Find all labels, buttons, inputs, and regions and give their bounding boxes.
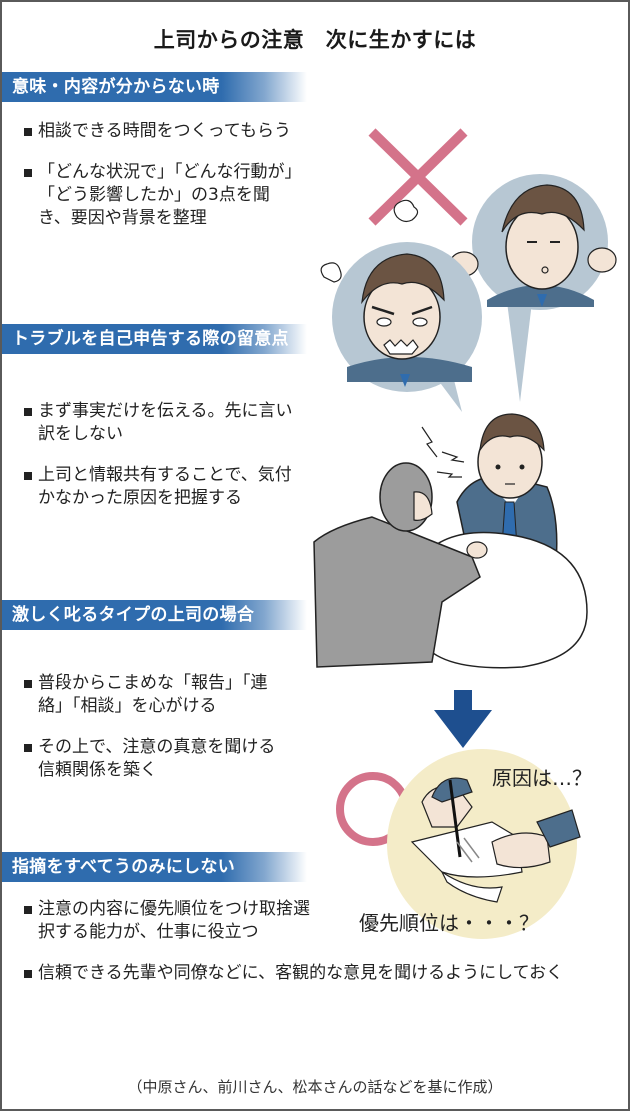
- caption-cause: 原因は…？: [492, 766, 592, 790]
- bullet-item: 上司と情報共有することで、気付かなかった原因を把握する: [22, 464, 297, 510]
- ignoring-subordinate-bubble: [449, 174, 617, 402]
- caption-priority: 優先順位は・・・？: [359, 911, 539, 935]
- bullet-item: 信頼できる先輩や同僚などに、客観的な意見を聞けるようにしておく: [22, 962, 598, 985]
- bullet-item: 普段からこまめな「報告」「連絡」「相談」を心がける: [22, 672, 282, 718]
- bullet-item: 「どんな状況で」「どんな行動が」「どう影響したか」の3点を聞き、要因や背景を整理: [22, 161, 302, 230]
- section-bullets-self-report: まず事実だけを伝える。先に言い訳をしない 上司と情報共有することで、気付かなかっ…: [22, 400, 297, 528]
- circle-icon: [336, 772, 410, 846]
- angry-boss-bubble: [320, 199, 482, 412]
- section-bullets-dont-swallow: 注意の内容に優先順位をつけ取捨選択する能力が、仕事に役立つ 信頼できる先輩や同僚…: [22, 898, 563, 1003]
- section-bullets-harsh-boss: 普段からこまめな「報告」「連絡」「相談」を心がける その上で、注意の真意を聞ける…: [22, 672, 282, 800]
- bullet-item: その上で、注意の真意を聞ける信頼関係を築く: [22, 736, 282, 782]
- bullet-item: 相談できる時間をつくってもらう: [22, 120, 302, 143]
- section-heading-self-report: トラブルを自己申告する際の留意点: [2, 324, 307, 354]
- bullet-item: 注意の内容に優先順位をつけ取捨選択する能力が、仕事に役立つ: [22, 898, 312, 944]
- section-heading-meaning: 意味・内容が分からない時: [2, 72, 307, 102]
- meeting-scene: [313, 413, 588, 669]
- bullet-item: まず事実だけを伝える。先に言い訳をしない: [22, 400, 297, 446]
- arrow-down-icon: [434, 690, 492, 748]
- source-footnote: （中原さん、前川さん、松本さんの話などを基に作成）: [127, 1078, 503, 1096]
- page-title: 上司からの注意 次に生かすには: [153, 28, 477, 52]
- cross-icon: [368, 128, 468, 226]
- section-heading-harsh-boss: 激しく叱るタイプの上司の場合: [2, 600, 307, 630]
- section-heading-dont-swallow: 指摘をすべてうのみにしない: [2, 852, 307, 882]
- section-bullets-meaning: 相談できる時間をつくってもらう 「どんな状況で」「どんな行動が」「どう影響したか…: [22, 120, 302, 248]
